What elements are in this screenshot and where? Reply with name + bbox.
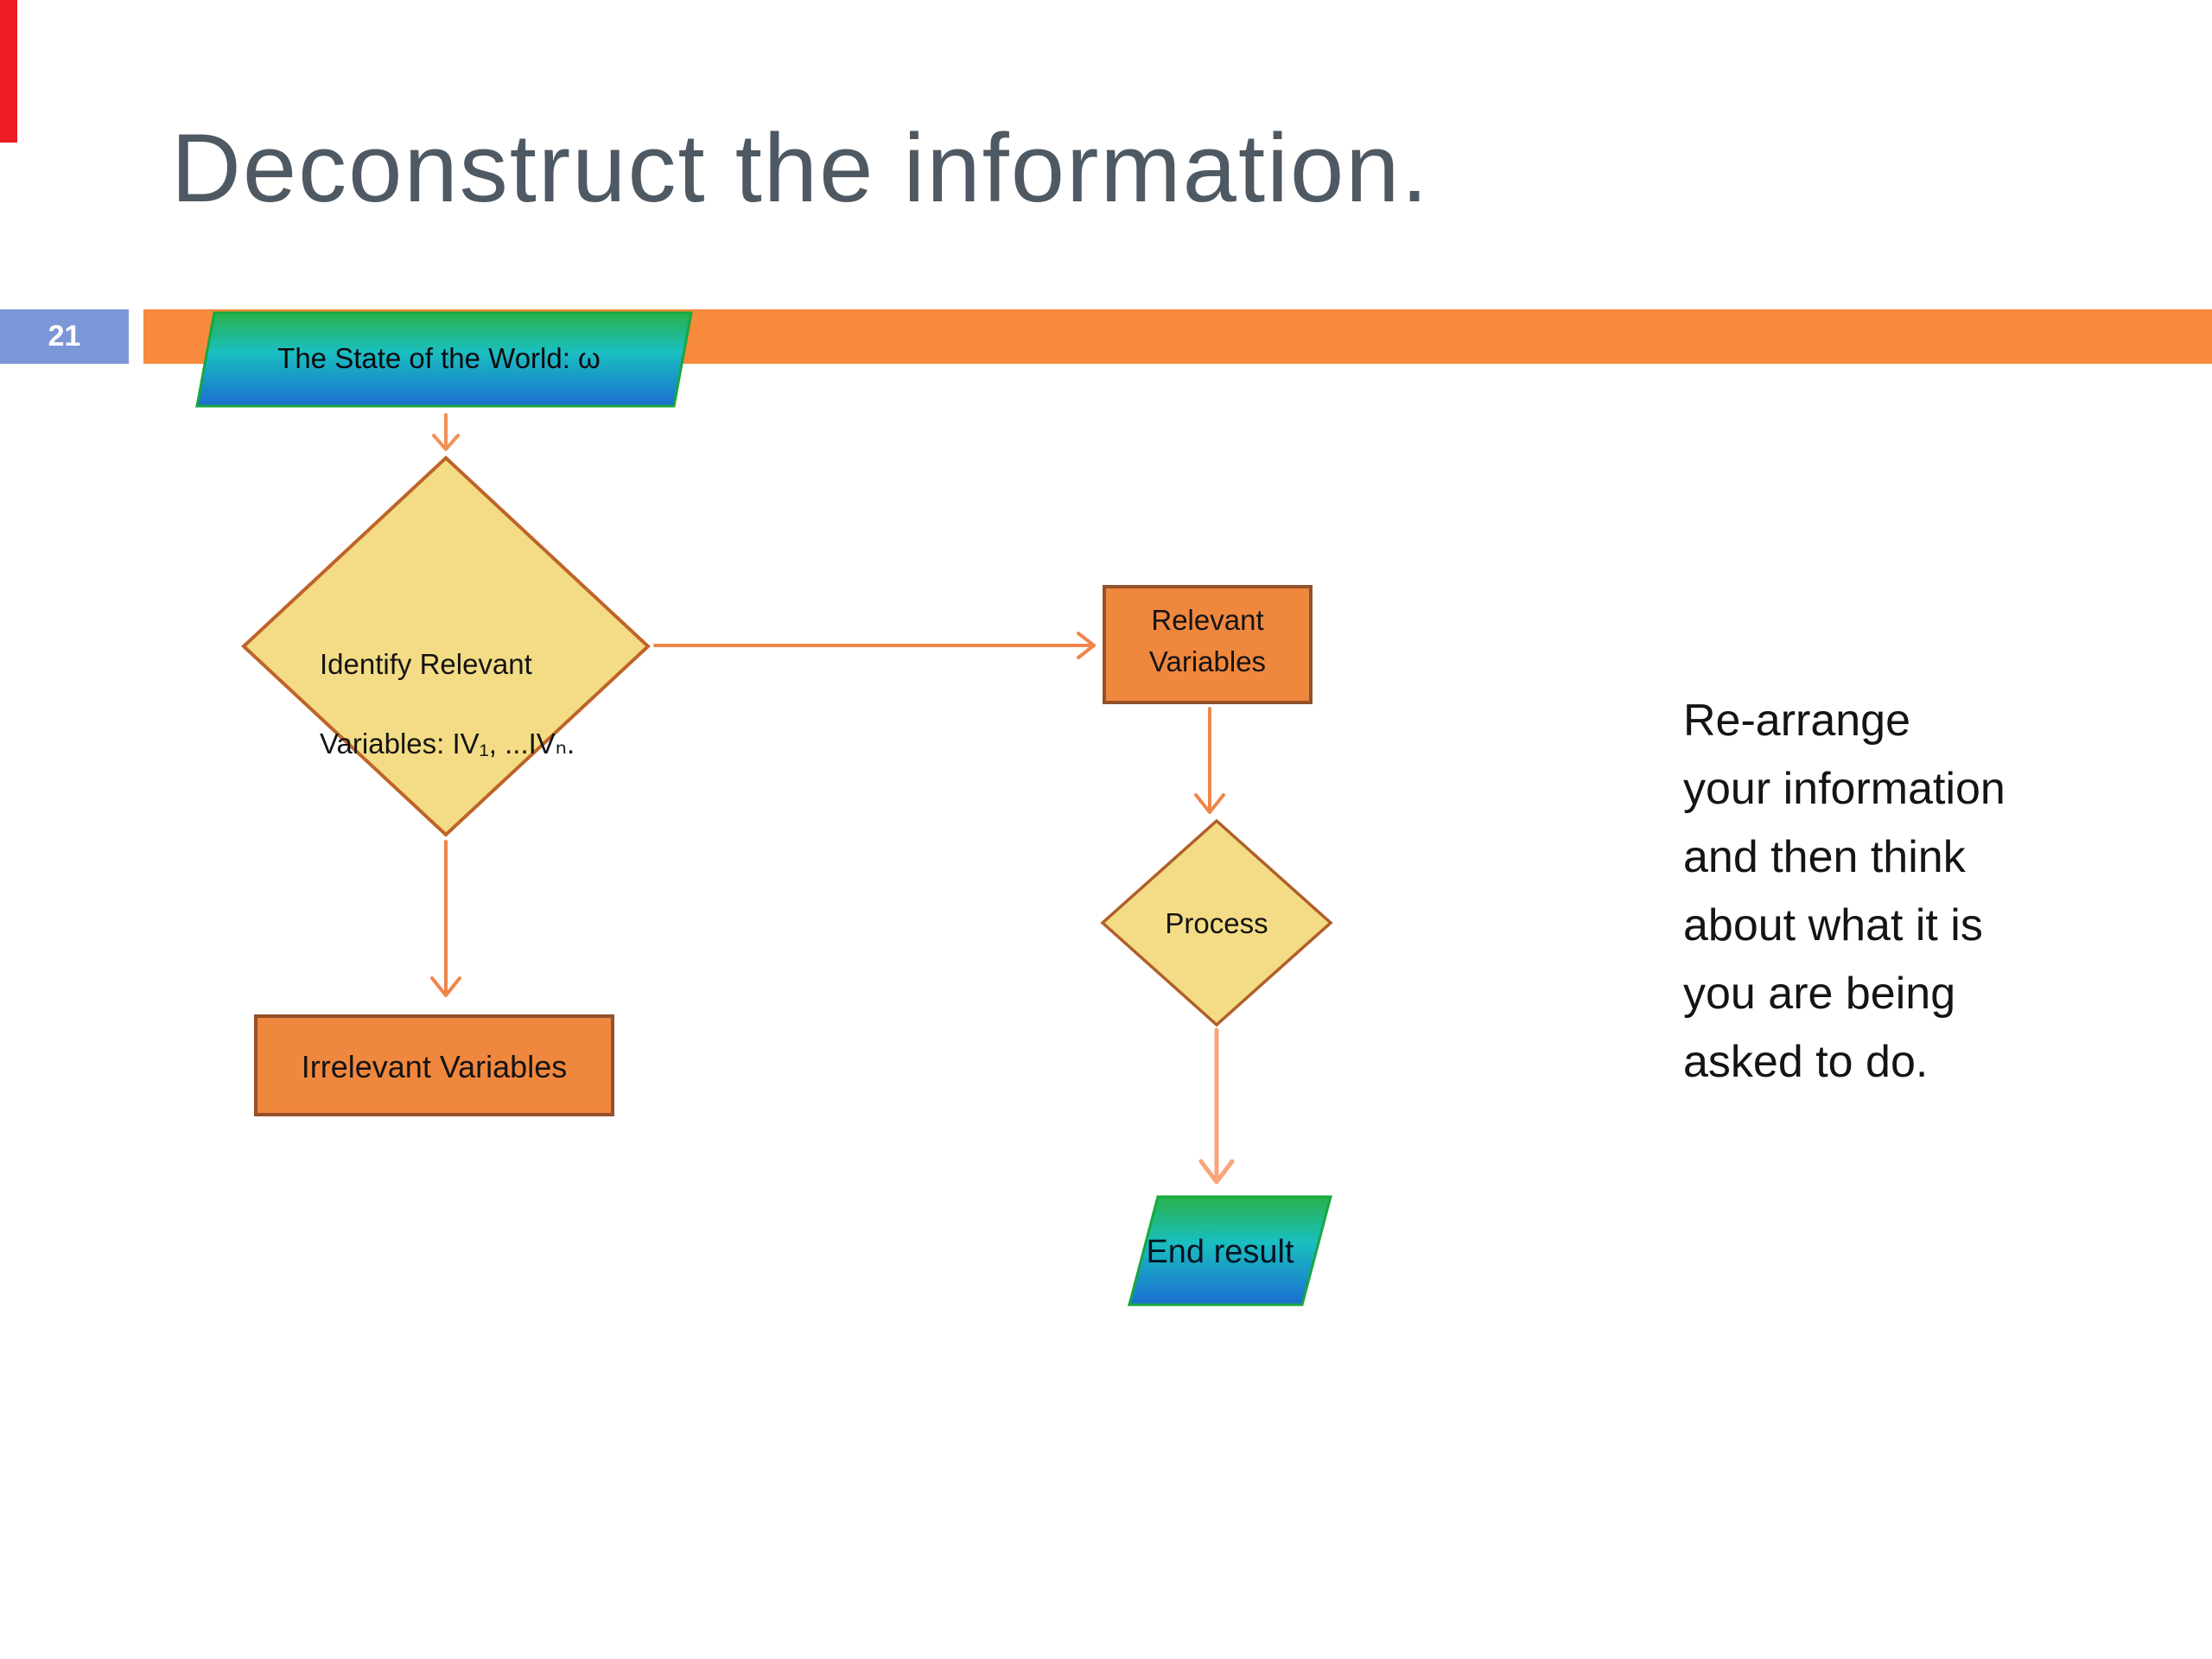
irrelevant-node-shape xyxy=(254,1014,614,1116)
process-node-label: Process xyxy=(1165,907,1268,939)
identify-node-label: Identify Relevant Variables: IV₁, ...IVₙ… xyxy=(320,605,631,804)
arrow-start-to-identify xyxy=(432,413,460,451)
page-title: Deconstruct the information. xyxy=(171,114,1430,222)
process-node-shape xyxy=(1100,818,1333,1027)
identify-node-shape xyxy=(241,455,651,837)
irrelevant-node-label: Irrelevant Variables xyxy=(301,1049,568,1084)
side-note-text: Re-arrange your information and then thi… xyxy=(1683,696,2005,1087)
relevant-node-shape xyxy=(1103,585,1313,704)
arrow-identify-to-relevant xyxy=(653,632,1096,659)
identify-node-line1: Identify Relevant xyxy=(320,648,532,680)
arrow-relevant-to-process xyxy=(1194,707,1225,814)
relevant-node-label: Relevant Variables xyxy=(1148,604,1267,677)
red-edge-stripe xyxy=(0,0,17,143)
arrow-identify-to-irrelevant xyxy=(430,840,461,997)
start-node-shape xyxy=(195,311,693,408)
end-node-shape xyxy=(1128,1195,1332,1306)
page-number: 21 xyxy=(48,320,81,353)
end-node-label: End result xyxy=(1146,1234,1294,1270)
start-node-label: The State of the World: ω xyxy=(277,342,601,374)
arrow-process-to-end xyxy=(1198,1027,1235,1185)
identify-node-line2: Variables: IV₁, ...IVₙ. xyxy=(320,728,575,760)
page-number-badge: 21 xyxy=(0,309,129,364)
